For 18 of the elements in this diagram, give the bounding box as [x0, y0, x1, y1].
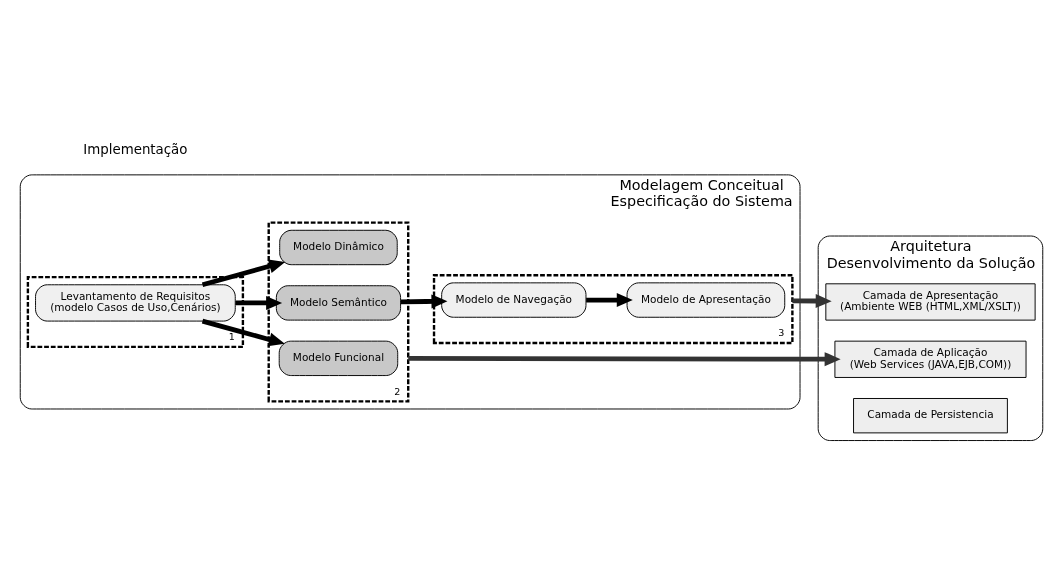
label: Implementação [83, 141, 188, 157]
node-box: Modelo de Apresentação [626, 282, 786, 318]
node-box: Camada de Persistencia [853, 398, 1008, 434]
node-box: Modelo Dinâmico [279, 229, 398, 266]
node-box: Camada de Apresentação (Ambiente WEB (HTML,XML/XSLT)) [825, 283, 1036, 321]
node-label: Especificação do Sistema [610, 193, 793, 210]
node-box: Camada de Aplicação (Web Services (JAVA,EJB,COM)) [834, 340, 1027, 378]
node-box: Modelo de Navegação [441, 282, 587, 318]
arrow [400, 294, 448, 309]
node-label: Desenvolvimento da Solução [826, 254, 1036, 271]
node-box: Levantamento de Requisitos (modelo Casos de Uso,Cenários) [35, 284, 236, 322]
arrow [792, 294, 832, 308]
node-box: Modelo Semântico [275, 285, 402, 321]
arrow [408, 352, 841, 367]
node-box: Modelo Funcional [278, 340, 399, 377]
arrow [235, 295, 283, 310]
arrow [201, 259, 286, 287]
arrow [586, 293, 633, 308]
